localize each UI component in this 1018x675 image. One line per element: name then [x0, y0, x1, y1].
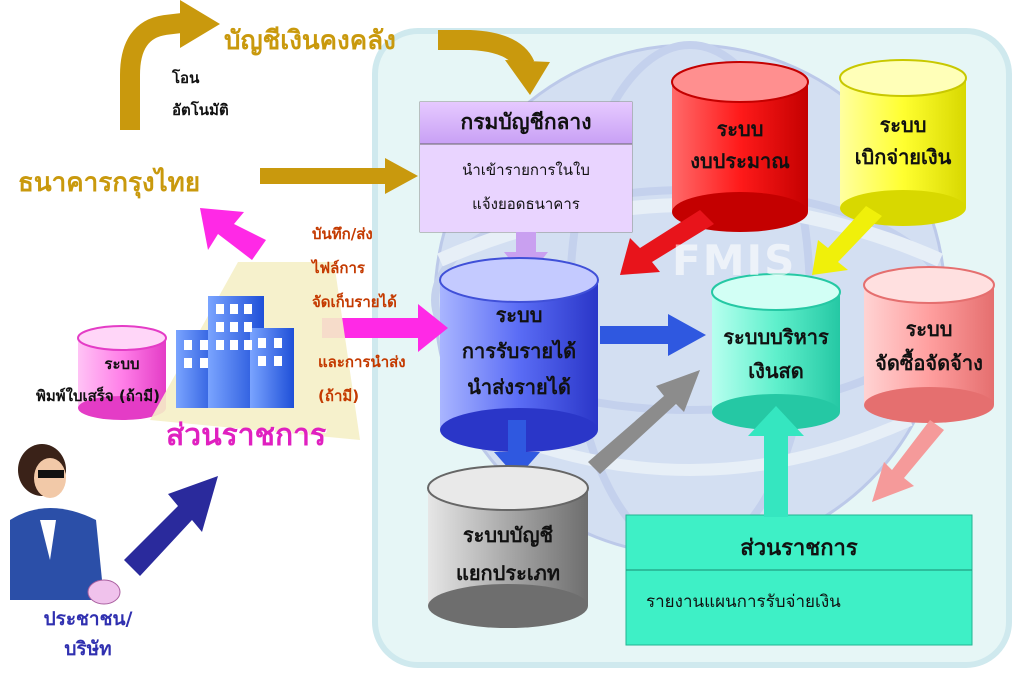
- procurement-cylinder: [863, 266, 995, 423]
- procurement-system-label: ระบบ จัดซื้อจัดจ้าง: [858, 314, 1000, 394]
- procurement-system-line2: จัดซื้อจัดจ้าง: [875, 351, 983, 375]
- comptroller-body-line1: นำเข้ารายการในใบ: [462, 161, 590, 179]
- agency-to-bank-arrow: [200, 208, 266, 260]
- disbursement-system-line2: เบิกจ่ายเงิน: [854, 145, 952, 169]
- procurement-to-agency-arrow: [872, 420, 944, 502]
- revenue-cylinder: [439, 257, 599, 452]
- cash-mgmt-system-line2: เงินสด: [748, 359, 804, 383]
- agency-label: ส่วนราชการ: [166, 418, 327, 453]
- treasury-flow-arrows: [120, 0, 550, 194]
- cash-mgmt-cylinder: [711, 273, 841, 430]
- bank-label: ธนาคารกรุงไทย: [18, 168, 201, 198]
- receipt-system-line1: ระบบ: [104, 355, 140, 373]
- budget-system-line1: ระบบ: [716, 117, 764, 141]
- ledger-cylinder: [427, 465, 589, 628]
- ledger-system-label: ระบบบัญชี แยกประเภท: [428, 520, 588, 600]
- revenue-system-line3: นำส่งรายได้: [467, 375, 571, 399]
- citizen-label-line1: ประชาชน/: [43, 608, 133, 630]
- cash-mgmt-system-line1: ระบบบริหาร: [723, 325, 829, 349]
- treasury-label: บัญชีเงินคงคลัง: [224, 26, 396, 56]
- citizen-figure-icon: [10, 444, 121, 605]
- disbursement-cylinder: [839, 59, 967, 226]
- comptroller-body-line2: แจ้งยอดธนาคาร: [472, 195, 580, 213]
- revenue-to-cash-arrow: [600, 314, 706, 356]
- record-note-line5: (ถ้ามี): [318, 387, 360, 405]
- agency-to-revenue-arrow: [322, 304, 448, 352]
- budget-to-cash-arrow: [620, 210, 714, 275]
- budget-cylinder: [671, 61, 809, 232]
- revenue-to-ledger-arrow: [494, 420, 540, 478]
- cash-mgmt-system-label: ระบบบริหาร เงินสด: [704, 322, 848, 402]
- disbursement-system-line1: ระบบ: [879, 113, 927, 137]
- disbursement-to-cash-arrow: [812, 206, 882, 275]
- ledger-system-line2: แยกประเภท: [455, 561, 561, 585]
- receipt-system-line2: พิมพ์ใบเสร็จ (ถ้ามี): [36, 387, 160, 405]
- ledger-system-line1: ระบบบัญชี: [462, 523, 554, 547]
- revenue-system-line2: การรับรายได้: [461, 339, 577, 363]
- agency-box-title: ส่วนราชการ: [740, 536, 858, 561]
- revenue-system-label: ระบบ การรับรายได้ นำส่งรายได้: [440, 300, 598, 420]
- agency-box-shape: [625, 514, 973, 646]
- auto-transfer-label-line2: อัตโนมัติ: [172, 101, 229, 119]
- procurement-system-line1: ระบบ: [905, 317, 953, 341]
- record-note-line3: จัดเก็บรายได้: [312, 293, 397, 311]
- disbursement-system-label: ระบบ เบิกจ่ายเงิน: [840, 110, 966, 190]
- fmis-watermark: FMIS: [672, 236, 797, 285]
- auto-transfer-label-line1: โอน: [172, 69, 200, 87]
- building-icon: [150, 262, 360, 440]
- receipt-cylinder: [77, 325, 167, 420]
- comptroller-title: กรมบัญชีกลาง: [460, 110, 592, 134]
- record-note-line4: และการนำส่ง: [318, 353, 406, 371]
- record-note-line2: ไฟล์การ: [312, 259, 365, 277]
- record-note-line1: บันทึก/ส่ง: [312, 225, 373, 243]
- budget-system-line2: งบประมาณ: [690, 149, 790, 173]
- citizen-label-line2: บริษัท: [64, 638, 112, 660]
- citizen-to-agency-arrow: [124, 476, 218, 576]
- budget-system-label: ระบบ งบประมาณ: [672, 114, 808, 194]
- agency-to-cash-arrow: [748, 406, 804, 517]
- revenue-system-line1: ระบบ: [495, 303, 543, 327]
- agency-box-body: รายงานแผนการรับจ่ายเงิน: [646, 592, 841, 612]
- ledger-to-cash-arrow: [588, 370, 700, 474]
